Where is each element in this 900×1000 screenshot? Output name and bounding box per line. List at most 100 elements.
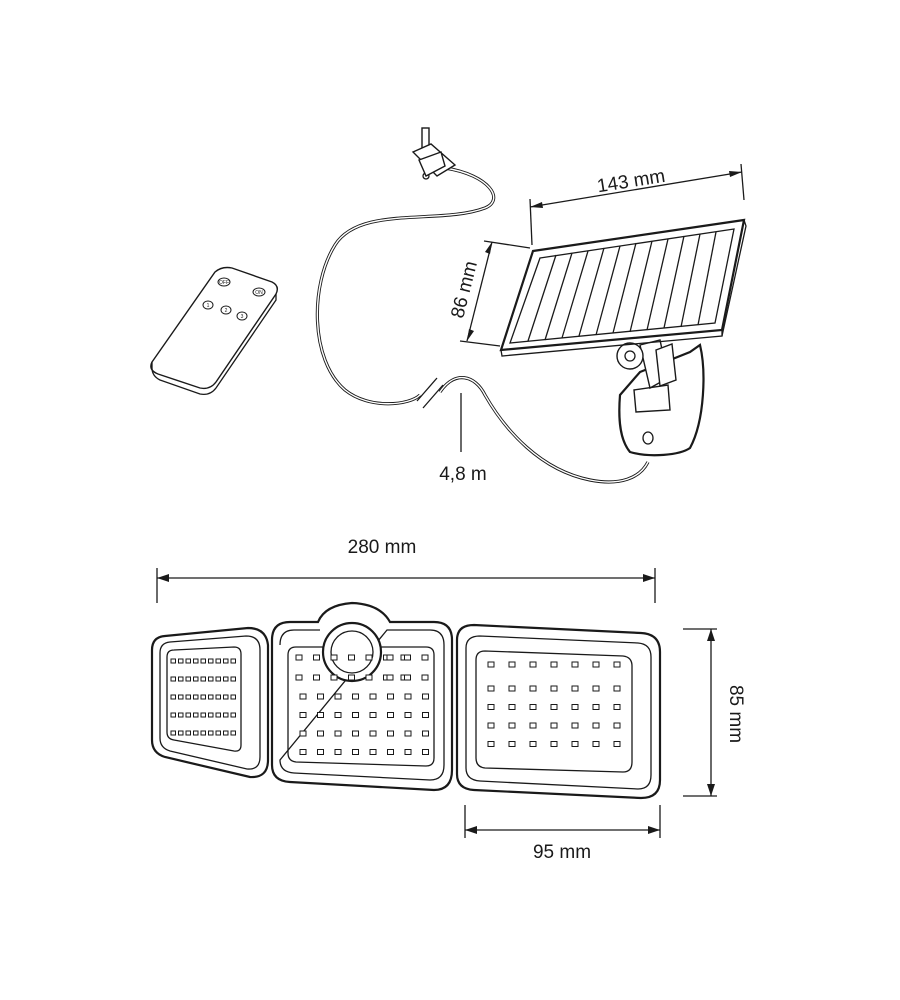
led	[352, 749, 359, 755]
led	[200, 712, 206, 718]
led	[299, 712, 307, 718]
remote-on-button: ON	[252, 287, 266, 297]
led	[387, 712, 394, 718]
led	[369, 730, 377, 737]
right-lamp-head	[455, 623, 662, 800]
led	[508, 704, 516, 710]
led	[313, 654, 320, 661]
cable-break-mark-2	[422, 384, 444, 409]
led	[185, 730, 191, 736]
led	[386, 654, 394, 661]
led	[613, 704, 621, 710]
led	[208, 694, 214, 700]
led	[487, 704, 495, 710]
led	[550, 704, 558, 710]
led	[295, 674, 303, 681]
led	[208, 712, 214, 718]
led	[550, 661, 558, 668]
led	[200, 730, 206, 736]
side-panel-width-dimension: 95 mm	[464, 805, 661, 863]
led	[313, 674, 320, 681]
led	[613, 685, 621, 692]
led	[404, 749, 412, 755]
led	[334, 693, 342, 700]
led	[230, 658, 236, 664]
led	[487, 685, 495, 692]
side-panel-width-label: 95 mm	[533, 842, 591, 863]
remote-mode-3-button: 3	[236, 311, 248, 321]
remote-on-label: ON	[255, 290, 263, 296]
led	[178, 730, 184, 736]
solar-panel	[499, 218, 747, 457]
led	[365, 654, 373, 661]
led	[193, 658, 199, 664]
led	[529, 741, 537, 747]
led	[613, 722, 621, 729]
led	[170, 694, 176, 700]
remote-mode-2-label: 2	[225, 308, 228, 314]
led	[223, 676, 229, 682]
right-led-array	[487, 661, 621, 747]
led	[422, 749, 429, 755]
led	[223, 658, 229, 664]
cable-length-label: 4,8 m	[439, 464, 487, 485]
led	[571, 722, 579, 729]
remote-mode-3-label: 3	[241, 314, 244, 320]
led	[223, 712, 229, 718]
led	[369, 712, 377, 718]
led	[330, 674, 338, 681]
led	[208, 658, 214, 664]
led	[215, 730, 221, 736]
led	[529, 661, 537, 668]
panel-width-label: 143 mm	[596, 166, 667, 197]
led	[487, 741, 495, 747]
led	[592, 661, 600, 668]
led	[330, 654, 338, 661]
led	[230, 730, 236, 736]
led	[299, 749, 307, 755]
led	[193, 730, 199, 736]
led	[200, 658, 206, 664]
led	[299, 730, 307, 737]
led	[592, 704, 600, 710]
center-lamp-head	[270, 601, 454, 792]
led	[352, 693, 359, 700]
led	[193, 676, 199, 682]
led	[422, 693, 429, 700]
led	[185, 694, 191, 700]
left-led-array	[170, 658, 236, 736]
led	[193, 694, 199, 700]
led	[422, 730, 429, 737]
led	[230, 712, 236, 718]
center-led-array	[295, 654, 429, 755]
led	[215, 676, 221, 682]
led	[422, 712, 429, 718]
led	[487, 661, 495, 668]
led	[178, 694, 184, 700]
led	[404, 730, 412, 737]
led	[215, 658, 221, 664]
led	[404, 693, 412, 700]
led	[571, 685, 579, 692]
led	[613, 741, 621, 747]
led	[215, 694, 221, 700]
led	[317, 749, 324, 755]
led	[348, 654, 355, 661]
led	[369, 693, 377, 700]
led	[369, 749, 377, 755]
panel-height-label: 86 mm	[447, 259, 481, 320]
lamp-width-label: 280 mm	[348, 537, 417, 558]
remote-mode-1-button: 1	[202, 300, 214, 310]
led	[317, 730, 324, 737]
led	[170, 730, 176, 736]
led	[348, 674, 355, 681]
led	[193, 712, 199, 718]
led	[386, 674, 394, 681]
led	[317, 712, 324, 718]
led	[334, 730, 342, 737]
led	[178, 676, 184, 682]
led	[223, 694, 229, 700]
led	[334, 712, 342, 718]
led	[230, 676, 236, 682]
led	[508, 661, 516, 668]
